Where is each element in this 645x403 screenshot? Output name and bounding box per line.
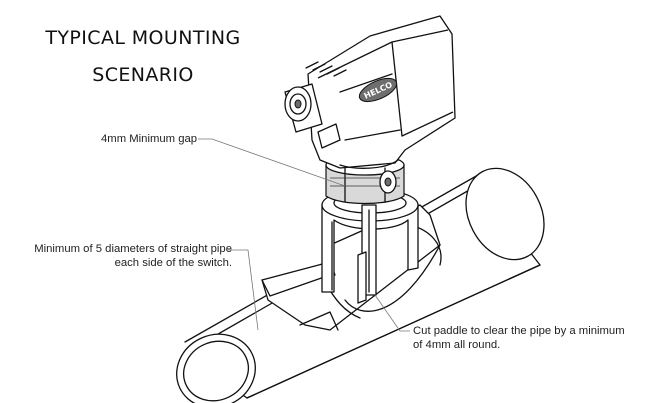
gap-callout: 4mm Minimum gap bbox=[101, 133, 198, 145]
brand-logo: HELCO bbox=[358, 77, 398, 103]
paddle-callout-line-1: Cut paddle to clear the pipe by a minimu… bbox=[413, 325, 625, 337]
diameters-callout-line-1: Minimum of 5 diameters of straight pipe bbox=[34, 243, 232, 255]
leader-lines bbox=[198, 138, 410, 332]
fins bbox=[305, 61, 347, 149]
paddle-callout-line-2: of 4mm all round. bbox=[413, 339, 501, 351]
switch-housing: HELCO bbox=[284, 15, 456, 169]
cable-gland bbox=[284, 83, 323, 133]
diameters-callout: Minimum of 5 diameters of straight pipe … bbox=[10, 242, 232, 270]
diagram-title-line-2: SCENARIO bbox=[92, 64, 194, 86]
diameters-callout-line-2: each side of the switch. bbox=[114, 257, 232, 269]
paddle bbox=[357, 204, 377, 304]
paddle-callout: Cut paddle to clear the pipe by a minimu… bbox=[413, 324, 625, 352]
diagram-title-line-1: TYPICAL MOUNTING bbox=[45, 27, 241, 49]
